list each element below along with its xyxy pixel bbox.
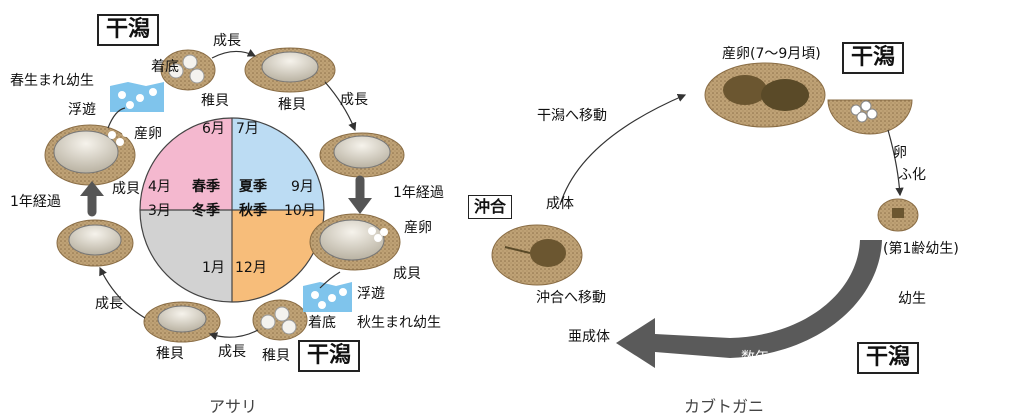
autumn-quadrant [232,210,324,302]
float-label-bottom: 浮遊 [357,286,385,302]
years-big-arrow [616,240,882,368]
juvenile-label-top-left: 稚貝 [201,93,229,109]
thick-arrow-right-head [348,198,372,214]
mud-patch-right-lower [309,213,401,271]
years-label: 数年 [741,350,769,366]
adult-label-right: 成貝 [393,266,421,282]
growth-label-top: 成長 [213,33,241,49]
autumn-larvae-water [303,282,352,312]
kabuto-tidal-flat-top: 干潟 [842,42,905,74]
offshore-patch [491,224,583,286]
larva-label: 幼生 [898,291,926,307]
month-12: 12月 [235,260,267,276]
settle-label-top: 着底 [151,59,179,75]
adult-label-left: 成貝 [112,181,140,197]
growth-label-bottom: 成長 [218,344,246,360]
season-circle [139,117,325,303]
juvenile-label-top-right: 稚貝 [278,97,306,113]
thick-arrow-left-head [80,181,104,196]
mud-patch-top-left [160,49,216,91]
mud-patch-bottom-left [143,301,221,343]
one-year-label-right: 1年経過 [393,185,444,201]
growth-label-left: 成長 [95,296,123,312]
kabuto-caption: カブトガニ [684,397,765,416]
season-spring: 春季 [192,179,220,195]
month-4: 4月 [148,179,171,195]
mud-patch-bottom-right [252,299,308,341]
spring-quadrant [140,118,232,210]
month-1: 1月 [202,260,225,276]
offshore-box: 沖合 [468,195,513,219]
kabuto-tidal-flat-bottom: 干潟 [857,342,920,374]
mud-patch-left-lower [56,219,134,267]
month-6: 6月 [202,121,225,137]
first-instar-patch [877,198,919,232]
asari-arrows [99,49,357,341]
asari-caption: アサリ [209,397,258,416]
spring-larvae-label: 春生まれ幼生 [10,73,94,89]
growth-label-right: 成長 [340,92,368,108]
hatch-label: ふ化 [898,167,926,183]
tidal-flat-label-top: 干潟 [97,14,160,46]
one-year-label-left: 1年経過 [10,194,61,210]
season-autumn: 秋季 [239,203,267,219]
winter-quadrant [140,210,232,302]
month-7: 7月 [236,121,259,137]
season-winter: 冬季 [192,203,220,219]
mud-patch-top-right [244,47,336,93]
month-9: 9月 [291,179,314,195]
mud-patch-right-upper [319,132,405,178]
month-3: 3月 [148,203,171,219]
first-instar-label: (第1齢幼生) [883,241,959,257]
move-offshore-label: 沖合へ移動 [536,290,606,306]
adult-kabuto-label: 成体 [546,196,574,212]
month-10: 10月 [284,203,316,219]
mud-patch-left-upper [44,124,136,186]
spawn-label-right: 産卵 [404,220,432,236]
summer-quadrant [232,118,324,210]
kabuto-arrows [559,93,904,206]
spawn-mud-patch [704,62,826,128]
egg-mud-patch [827,99,913,135]
season-summer: 夏季 [239,179,267,195]
spawn-period-label: 産卵(7〜9月頃) [722,46,821,62]
juvenile-label-bottom-right: 稚貝 [262,348,290,364]
settle-label-bottom: 着底 [308,315,336,331]
subadult-label: 亜成体 [568,329,610,345]
egg-label: 卵 [893,145,907,161]
tidal-flat-label-bottom: 干潟 [298,340,361,372]
autumn-larvae-label: 秋生まれ幼生 [357,315,441,331]
spawn-label-left: 産卵 [134,126,162,142]
float-label-top: 浮遊 [68,102,96,118]
spring-larvae-water [110,82,164,112]
juvenile-label-bottom-left: 稚貝 [156,346,184,362]
move-tidal-label: 干潟へ移動 [537,108,607,124]
